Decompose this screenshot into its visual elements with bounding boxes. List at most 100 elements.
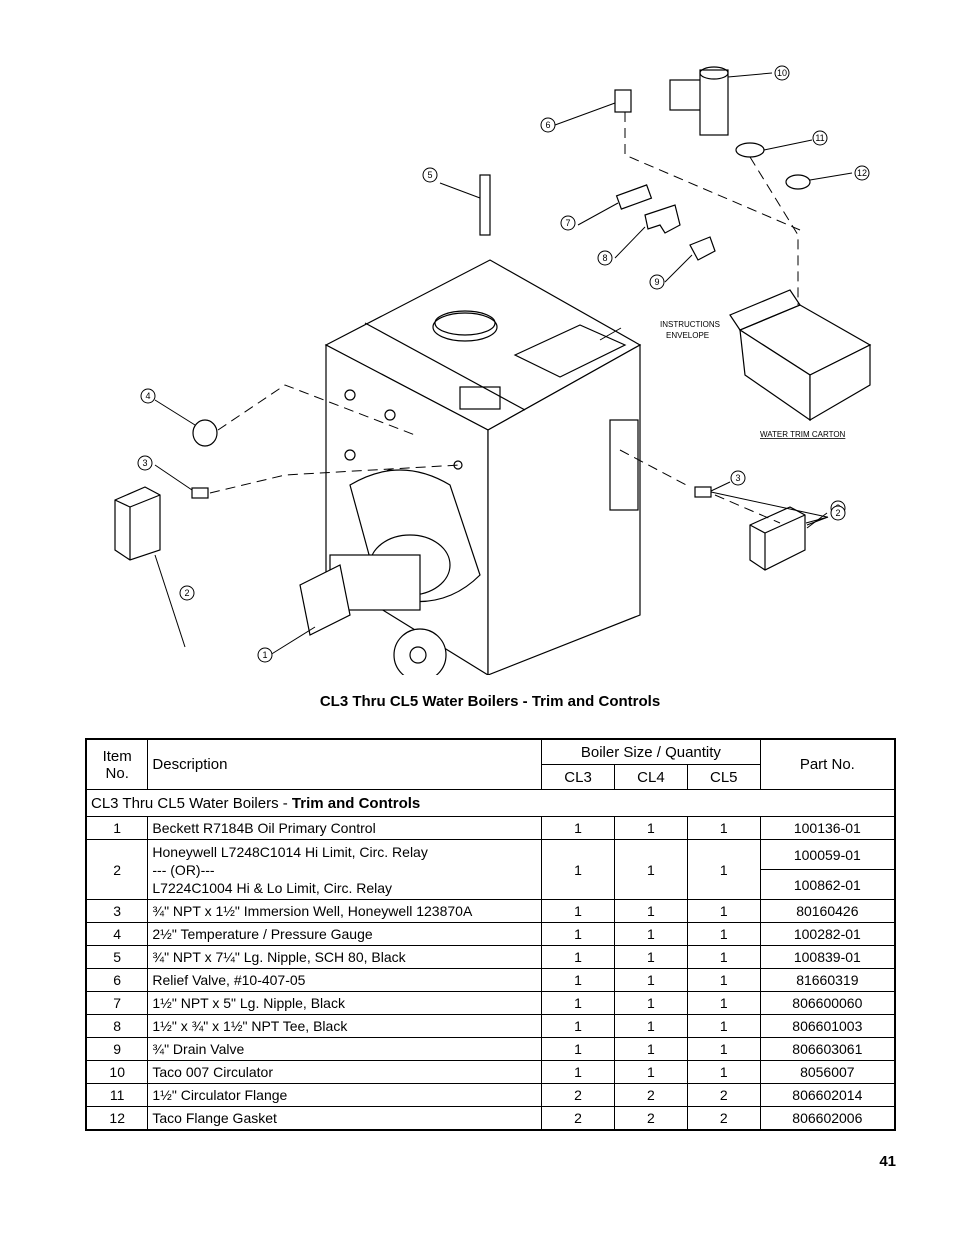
cl5-cell: 1 (686, 1037, 761, 1061)
cl4-cell: 1 (613, 968, 688, 992)
part-cell: 100862-01 (759, 869, 896, 900)
header-cl4: CL4 (613, 764, 688, 790)
cl4-cell: 1 (613, 922, 688, 946)
callout-10: 10 (777, 68, 787, 78)
assembly-lines (209, 112, 801, 524)
header-item-line1: Item (102, 747, 132, 765)
part-cell: 806602014 (759, 1083, 896, 1107)
item-cell: 3 (85, 899, 149, 923)
cl3-cell: 1 (541, 1037, 615, 1061)
part-cell: 100059-01 (759, 839, 896, 870)
cl4-cell: 1 (613, 899, 688, 923)
table-row: 4 2½" Temperature / Pressure Gauge 1 1 1… (85, 922, 896, 946)
cl3-cell: 1 (541, 922, 615, 946)
diagram-svg: 1 2 3 4 5 6 7 8 9 10 11 12 3 (114, 65, 872, 682)
oil-burner (299, 469, 481, 682)
header-cl5: CL5 (686, 764, 761, 790)
desc-cell: Taco 007 Circulator (147, 1060, 543, 1084)
desc-cell: 2½" Temperature / Pressure Gauge (147, 922, 543, 946)
section-prefix: CL3 Thru CL5 Water Boilers - (91, 794, 292, 812)
left-well-part (191, 487, 209, 499)
left-limit-control (114, 486, 161, 561)
instructions-label-1: INSTRUCTIONS (660, 320, 720, 329)
cl4-cell: 2 (613, 1106, 688, 1131)
cl5-cell: 1 (686, 816, 761, 840)
callout-4: 4 (145, 391, 150, 401)
callout-3-left: 3 (142, 458, 147, 468)
desc-cell: 1½" Circulator Flange (147, 1083, 543, 1107)
callout-2-right-label: 2 (835, 508, 840, 518)
item-cell: 12 (85, 1106, 149, 1131)
desc-cell: 1½" x ¾" x 1½" NPT Tee, Black (147, 1014, 543, 1038)
callout-7: 7 (565, 218, 570, 228)
nipple-part (479, 174, 491, 236)
header-cl3: CL3 (541, 764, 615, 790)
header-boiler-size: Boiler Size / Quantity (541, 738, 761, 765)
desc-line1: Honeywell L7248C1014 Hi Limit, Circ. Rel… (152, 843, 428, 860)
leader-lines (154, 72, 853, 656)
cl4-cell: 1 (613, 1060, 688, 1084)
item-cell: 1 (85, 816, 149, 840)
cl3-cell: 1 (541, 945, 615, 969)
cl5-cell: 1 (686, 899, 761, 923)
boiler-body (324, 259, 642, 677)
nipple-7-part (615, 184, 653, 210)
desc-cell: Beckett R7184B Oil Primary Control (147, 816, 543, 840)
cl4-cell: 1 (613, 1014, 688, 1038)
cl5-cell: 1 (686, 1014, 761, 1038)
section-heading: CL3 Thru CL5 Water Boilers - Trim and Co… (85, 789, 896, 817)
part-cell: 806600060 (759, 991, 896, 1015)
table-row: 2 Honeywell L7248C1014 Hi Limit, Circ. R… (85, 839, 896, 900)
desc-line2: --- (OR)--- (152, 861, 215, 878)
header-part-no: Part No. (759, 738, 896, 790)
cl3-cell: 1 (541, 1014, 615, 1038)
item-cell: 5 (85, 945, 149, 969)
table-row: 7 1½" NPT x 5" Lg. Nipple, Black 1 1 1 8… (85, 991, 896, 1015)
cl5-cell: 1 (686, 945, 761, 969)
item-cell: 9 (85, 1037, 149, 1061)
desc-cell: 1½" NPT x 5" Lg. Nipple, Black (147, 991, 543, 1015)
cl4-cell: 1 (613, 945, 688, 969)
callout-3-right-label: 3 (735, 473, 740, 483)
item-cell: 4 (85, 922, 149, 946)
callout-2-right: 2 (805, 505, 846, 524)
cl3-cell: 2 (541, 1083, 615, 1107)
part-cell: 806602006 (759, 1106, 896, 1131)
cl5-cell: 1 (686, 922, 761, 946)
part-cell: 80160426 (759, 899, 896, 923)
desc-cell: ¾" Drain Valve (147, 1037, 543, 1061)
carton-label: WATER TRIM CARTON (760, 430, 846, 439)
cl5-cell: 1 (686, 1060, 761, 1084)
gasket-part (785, 174, 811, 190)
cl3-cell: 1 (541, 991, 615, 1015)
right-well-part (694, 486, 712, 498)
table-row: 6 Relief Valve, #10-407-05 1 1 1 8166031… (85, 968, 896, 992)
callout-6: 6 (545, 120, 550, 130)
table-row: 10 Taco 007 Circulator 1 1 1 8056007 (85, 1060, 896, 1084)
callout-9: 9 (654, 277, 659, 287)
item-cell: 10 (85, 1060, 149, 1084)
table-row: 8 1½" x ¾" x 1½" NPT Tee, Black 1 1 1 80… (85, 1014, 896, 1038)
part-cell: 81660319 (759, 968, 896, 992)
table-row: 11 1½" Circulator Flange 2 2 2 806602014 (85, 1083, 896, 1107)
cl3-cell: 1 (541, 839, 615, 900)
item-cell: 8 (85, 1014, 149, 1038)
desc-cell: ¾" NPT x 7¼" Lg. Nipple, SCH 80, Black (147, 945, 543, 969)
cl4-cell: 1 (613, 839, 688, 900)
callout-8: 8 (602, 253, 607, 263)
table-row: 3 ¾" NPT x 1½" Immersion Well, Honeywell… (85, 899, 896, 923)
cl3-cell: 1 (541, 1060, 615, 1084)
callout-2-left: 2 (184, 588, 189, 598)
cl4-cell: 1 (613, 816, 688, 840)
desc-cell: Relief Valve, #10-407-05 (147, 968, 543, 992)
item-cell: 11 (85, 1083, 149, 1107)
water-trim-carton (729, 289, 872, 422)
callout-3-right-group: 3 (710, 470, 746, 492)
item-cell: 7 (85, 991, 149, 1015)
cl3-cell: 2 (541, 1106, 615, 1131)
part-cell: 100136-01 (759, 816, 896, 840)
callout-5: 5 (427, 170, 432, 180)
item-cell: 2 (85, 839, 149, 900)
